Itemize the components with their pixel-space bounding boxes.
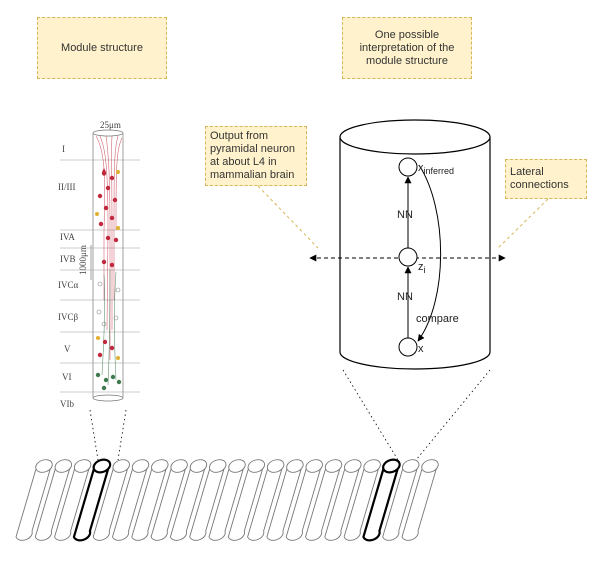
column-cylinder <box>343 459 381 541</box>
scale-side-label: 1000μm <box>78 245 88 275</box>
green-neurons <box>95 372 122 391</box>
interpretation-note: One possible interpretation of the modul… <box>342 17 472 79</box>
column-cylinder <box>131 459 169 541</box>
lateral-connections-text: Lateral connections <box>510 166 569 191</box>
column-cylinder <box>285 459 323 541</box>
label-nn-bottom: NN <box>397 291 413 303</box>
compare-arrow <box>417 164 442 342</box>
output-note: Output from pyramidal neuron at about L4… <box>205 126 307 186</box>
node-x <box>398 337 418 357</box>
label-compare: compare <box>416 313 459 325</box>
scale-top-label: 25μm <box>100 120 121 130</box>
green-dendrites <box>101 269 117 386</box>
column-cylinder <box>305 459 343 541</box>
projection-lines <box>89 369 491 461</box>
column-cylinder <box>362 458 401 542</box>
module-cylinder <box>339 119 491 370</box>
output-text: Output from pyramidal neuron at about L4… <box>210 130 295 181</box>
column-cylinder <box>72 458 112 542</box>
column-cylinder <box>15 459 53 541</box>
module-structure-text: Module structure <box>61 41 143 54</box>
column-cylinder <box>247 459 285 541</box>
node-x-inferred <box>398 157 418 177</box>
layer-label-3: IVA <box>60 232 75 242</box>
other-cells <box>95 170 121 360</box>
column-cylinder <box>266 459 304 541</box>
interpretation-text: One possible interpretation of the modul… <box>359 28 455 67</box>
column-bottom <box>92 394 124 402</box>
layer-label-4: IVB <box>60 254 76 264</box>
layer-label-5: IVCα <box>58 280 78 290</box>
red-dendrites <box>95 135 123 360</box>
layer-label-7: V <box>64 344 71 354</box>
layer-label-2: II/III <box>58 182 76 192</box>
column-cylinder <box>54 459 92 541</box>
column-cylinder <box>208 459 246 541</box>
column-cylinder <box>169 459 208 541</box>
column-cylinder <box>382 459 420 541</box>
layer-label-6: IVCβ <box>58 312 78 322</box>
column-cylinder <box>189 459 227 541</box>
label-x: x <box>418 343 424 355</box>
column-cylinder <box>112 459 150 541</box>
column-cylinder <box>92 459 130 541</box>
cylinder-row <box>15 458 439 542</box>
column-cylinder <box>227 459 265 541</box>
column-cylinder <box>34 459 72 541</box>
layer-boundaries <box>60 159 140 393</box>
label-z: zi <box>418 261 426 275</box>
lateral-connections-note: Lateral connections <box>505 159 587 199</box>
label-x-inferred: xinferred <box>418 162 454 176</box>
node-z <box>398 247 418 267</box>
red-neurons <box>97 168 119 358</box>
column-cylinder <box>324 459 362 541</box>
column-cylinder <box>401 459 439 541</box>
layer-label-8: VI <box>62 372 72 382</box>
layer-label-1: I <box>62 144 65 154</box>
label-nn-top: NN <box>397 209 413 221</box>
cortical-column-illustration: 25μm 1000μm I II/III IVA IVB IVCα IVCβ V… <box>58 120 140 409</box>
note-connectors <box>257 185 549 249</box>
column-top <box>92 129 124 137</box>
column-cylinder <box>150 459 188 541</box>
module-structure-note: Module structure <box>37 17 167 79</box>
layer-label-9: VIb <box>60 399 74 409</box>
